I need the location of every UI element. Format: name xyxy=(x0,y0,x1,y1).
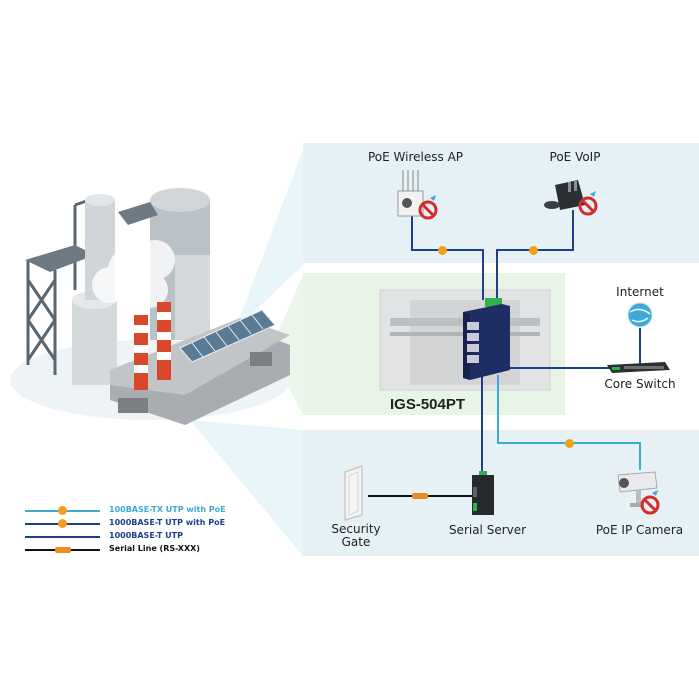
chimneys xyxy=(134,302,171,390)
label-internet: Internet xyxy=(616,285,664,299)
solar-panel xyxy=(179,309,276,363)
tank-left xyxy=(72,300,117,385)
link-ap-switch xyxy=(411,215,484,300)
label-wireless-ap: PoE Wireless AP xyxy=(368,150,464,164)
legend-item-serial-line: Serial Line (RS-XXX) xyxy=(25,544,285,556)
igs-504pt-switch-icon xyxy=(463,298,510,380)
legend-label: Serial Line (RS-XXX) xyxy=(109,544,200,553)
beam-top xyxy=(235,150,303,330)
serial-marker-icon xyxy=(55,547,71,553)
legend-item-100base-tx-poe: 100BASE-TX UTP with PoE xyxy=(25,505,285,517)
label-security-gate: Security Gate xyxy=(326,523,386,549)
legend-label: 1000BASE-T UTP with PoE xyxy=(109,518,226,527)
legend-label: 1000BASE-T UTP xyxy=(109,531,183,540)
field-devices-panel xyxy=(303,430,699,556)
serial-marker xyxy=(412,493,428,499)
switch-model-label: IGS-504PT xyxy=(390,396,466,413)
label-security-gate-line2: Gate xyxy=(341,535,371,549)
legend-item-1000base-t-poe: 1000BASE-T UTP with PoE xyxy=(25,518,285,530)
label-ip-camera: PoE IP Camera xyxy=(595,523,684,537)
label-voip: PoE VoIP xyxy=(549,150,601,164)
legend-item-1000base-t: 1000BASE-T UTP xyxy=(25,531,285,543)
poe-marker-voip xyxy=(529,246,538,255)
smoke xyxy=(92,240,175,308)
serial-server-icon xyxy=(472,471,494,515)
core-switch-icon xyxy=(607,362,670,373)
voip-phone-icon xyxy=(544,180,598,216)
tank-right xyxy=(175,255,210,340)
poe-marker-ap xyxy=(438,246,447,255)
poe-marker-icon xyxy=(58,506,67,515)
legend-label: 100BASE-TX UTP with PoE xyxy=(109,505,226,514)
label-serial-server: Serial Server xyxy=(448,523,527,537)
label-core-switch: Core Switch xyxy=(604,377,676,391)
wireless-devices-panel xyxy=(303,143,699,263)
label-security-gate-line1: Security xyxy=(331,522,381,536)
legend-line xyxy=(25,536,100,538)
ip-camera-icon xyxy=(617,471,660,515)
poe-marker-camera xyxy=(565,439,574,448)
internet-globe-icon xyxy=(627,302,653,328)
wireless-ap-icon xyxy=(397,170,438,220)
beam-bottom xyxy=(190,420,303,556)
poe-marker-icon xyxy=(58,519,67,528)
security-gate-icon xyxy=(344,464,363,522)
